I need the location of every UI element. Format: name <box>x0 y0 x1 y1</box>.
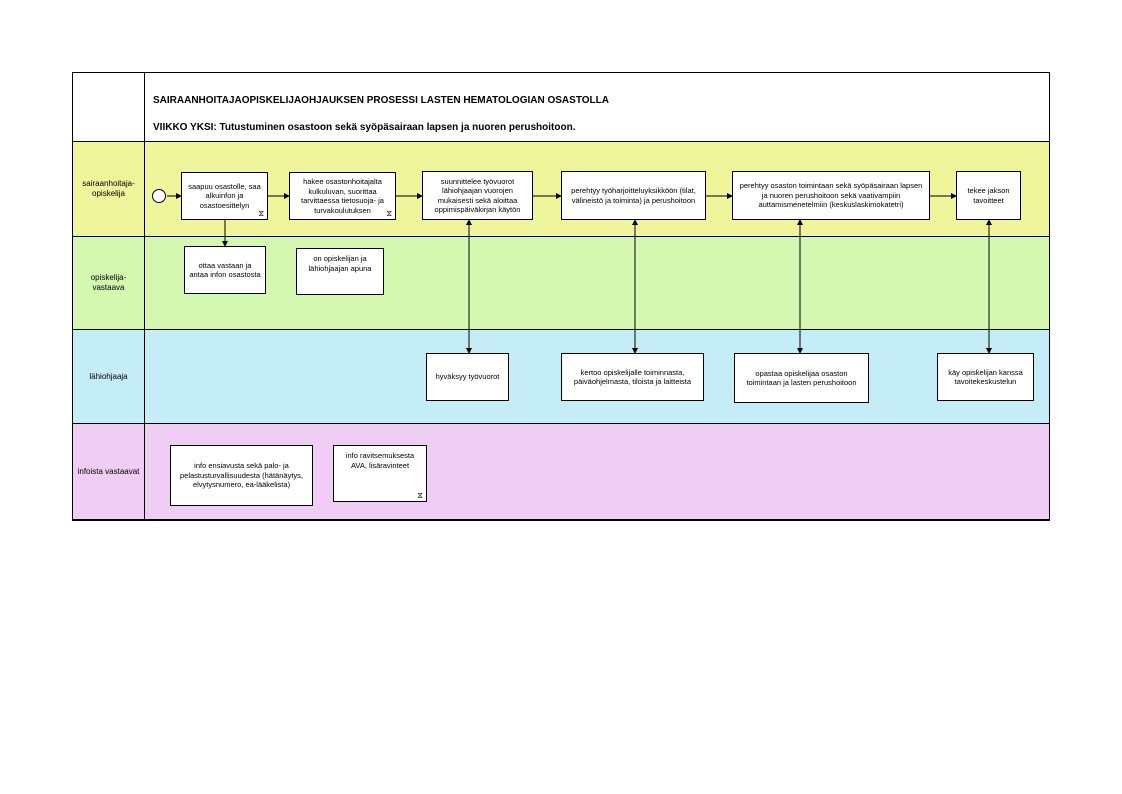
step-assists: on opiskelijan ja lähiohjaajan apuna <box>296 248 384 295</box>
connector-layer <box>167 193 992 354</box>
step-approves-shifts: hyväksyy työvuorot <box>426 353 509 401</box>
step-info-first-aid: info ensiavusta sekä palo- ja pelastustu… <box>170 445 313 506</box>
step-guides-student: opastaa opiskelijaa osaston toimintaan j… <box>734 353 869 403</box>
step-plans-shifts: suunnittelee työvuorot lähiohjaajan vuor… <box>422 171 533 220</box>
step-arrives-ward: saapuu osastolle, saa alkuinfon ja osast… <box>181 172 268 220</box>
step-goal-discussion: käy opiskelijan kanssa tavoitekeskustelu… <box>937 353 1034 401</box>
step-explains-operations-text: kertoo opiskelijalle toiminnasta, päiväo… <box>573 367 692 387</box>
step-info-first-aid-text: info ensiavusta sekä palo- ja pelastustu… <box>180 461 303 490</box>
step-access-permit-text: hakee osastonhoitajalta kulkuluvan, suor… <box>301 177 384 215</box>
step-goal-discussion-text: käy opiskelijan kanssa tavoitekeskustelu… <box>948 367 1023 387</box>
step-info-nutrition-text: info ravitsemuksesta AVA, lisäravinteet <box>345 451 415 470</box>
step-orientation-unit-text: perehtyy työharjoitteluyksikköön (tilat,… <box>571 186 696 205</box>
step-guides-student-text: opastaa opiskelijaa osaston toimintaan j… <box>746 368 857 388</box>
step-assists-text: on opiskelijan ja lähiohjaajan apuna <box>308 254 372 273</box>
step-approves-shifts-text: hyväksyy työvuorot <box>435 372 500 382</box>
diagram-header: SAIRAANHOITAJAOPISKELIJAOHJAUKSEN PROSES… <box>145 73 1049 142</box>
lane-label-student: sairaanhoitaja- opiskelija <box>73 142 145 236</box>
step-plans-shifts-text: suunnittelee työvuorot lähiohjaajan vuor… <box>434 176 521 215</box>
step-info-nutrition: info ravitsemuksesta AVA, lisäravinteet … <box>333 445 427 502</box>
step-orientation-unit: perehtyy työharjoitteluyksikköön (tilat,… <box>561 171 706 220</box>
step-orientation-ward-text: perehtyy osaston toimintaan sekä syöpäsa… <box>739 181 923 210</box>
step-orientation-ward: perehtyy osaston toimintaan sekä syöpäsa… <box>732 171 930 220</box>
start-event-icon <box>152 189 166 203</box>
subprocess-icon: ⧖ <box>258 209 264 218</box>
step-explains-operations: kertoo opiskelijalle toiminnasta, päiväo… <box>561 353 704 401</box>
subprocess-icon: ⧖ <box>417 491 423 500</box>
step-sets-goals-text: tekee jakson tavoitteet <box>967 186 1010 205</box>
subprocess-icon: ⧖ <box>386 209 392 218</box>
lane-label-preceptor: lähiohjaaja <box>73 330 145 423</box>
lane-label-student-coordinator: opiskelija- vastaava <box>73 237 145 329</box>
step-access-permit: hakee osastonhoitajalta kulkuluvan, suor… <box>289 172 396 220</box>
diagram-title: SAIRAANHOITAJAOPISKELIJAOHJAUKSEN PROSES… <box>153 95 609 106</box>
step-receives-student-text: ottaa vastaan ja antaa infon osastosta <box>189 260 261 280</box>
process-diagram: SAIRAANHOITAJAOPISKELIJAOHJAUKSEN PROSES… <box>72 72 1050 521</box>
header-corner <box>73 73 145 142</box>
step-arrives-ward-text: saapuu osastolle, saa alkuinfon ja osast… <box>188 181 261 210</box>
lane-label-info-providers: infoista vastaavat <box>73 424 145 519</box>
step-sets-goals: tekee jakson tavoitteet <box>956 171 1021 220</box>
step-receives-student: ottaa vastaan ja antaa infon osastosta <box>184 246 266 294</box>
diagram-subtitle: VIIKKO YKSI: Tutustuminen osastoon sekä … <box>153 122 576 133</box>
